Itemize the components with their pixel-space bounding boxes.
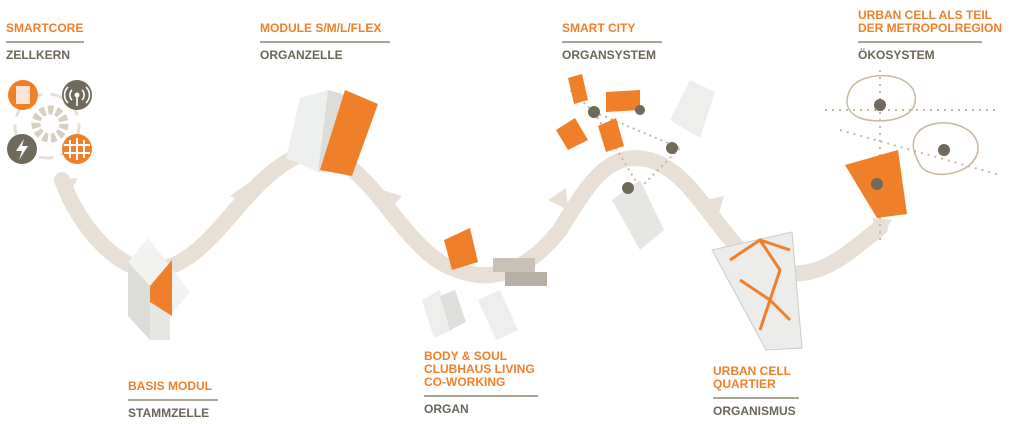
stage-subtitle: ORGANSYSTEM bbox=[562, 48, 657, 62]
arrow-icon bbox=[548, 188, 568, 210]
stage-subtitle: ORGAN bbox=[424, 402, 469, 416]
block-face bbox=[493, 258, 535, 272]
quartier-map bbox=[711, 231, 803, 351]
divider bbox=[260, 41, 390, 43]
arrow-icon bbox=[872, 218, 892, 238]
smartcore-icons bbox=[7, 80, 92, 164]
block-face bbox=[440, 290, 466, 330]
divider bbox=[424, 395, 538, 397]
block-face-accent bbox=[556, 118, 588, 150]
arrow-icon bbox=[230, 182, 250, 204]
antenna-icon-dot bbox=[74, 92, 80, 98]
stage-title: URBAN CELL bbox=[713, 364, 791, 378]
stage-title: URBAN CELL ALS TEIL bbox=[858, 8, 992, 22]
label-ecosystem: URBAN CELL ALS TEIL DER METROPOLREGION Ö… bbox=[858, 8, 1003, 62]
block-face-accent bbox=[150, 260, 172, 316]
stage-title: BASIS MODUL bbox=[128, 379, 212, 393]
block-face bbox=[505, 272, 547, 286]
gear-icon bbox=[31, 105, 69, 143]
label-smart-city: SMART CITY ORGANSYSTEM bbox=[562, 22, 662, 62]
body-soul-blocks bbox=[422, 228, 547, 340]
node-dot bbox=[871, 178, 883, 190]
region-outline bbox=[912, 122, 979, 176]
ecosystem-diagram bbox=[825, 70, 1001, 240]
module-blocks bbox=[286, 90, 378, 176]
smart-city-cluster bbox=[556, 74, 715, 250]
block-face bbox=[612, 180, 664, 250]
label-smartcore: SMARTCORE ZELLKERN bbox=[6, 22, 84, 62]
block-face-accent bbox=[598, 118, 624, 152]
block-face-accent bbox=[444, 228, 478, 270]
stage-subtitle: ZELLKERN bbox=[6, 48, 70, 62]
divider bbox=[713, 397, 799, 399]
block-face-accent bbox=[606, 90, 640, 112]
divider bbox=[6, 41, 84, 43]
stage-subtitle: STAMMZELLE bbox=[128, 406, 210, 420]
stage-title: MODULE S/M/L/FLEX bbox=[260, 21, 382, 35]
divider bbox=[858, 41, 982, 43]
basis-modul-block bbox=[128, 238, 190, 340]
node-dot bbox=[874, 99, 886, 111]
stage-subtitle: ORGANZELLE bbox=[260, 48, 343, 62]
node-dot bbox=[588, 106, 600, 118]
stage-title: DER METROPOLREGION bbox=[858, 21, 1003, 35]
node-dot bbox=[666, 142, 678, 154]
lightning-icon-glyph bbox=[16, 139, 28, 160]
block-face bbox=[478, 290, 518, 340]
arrow-icon bbox=[706, 196, 724, 216]
label-module: MODULE S/M/L/FLEX ORGANZELLE bbox=[260, 22, 390, 62]
stage-title: SMART CITY bbox=[562, 21, 636, 35]
region-outline bbox=[846, 74, 916, 122]
arrow-icon bbox=[55, 178, 78, 198]
connection-lines bbox=[825, 70, 1001, 240]
stage-subtitle: ÖKOSYSTEM bbox=[858, 48, 935, 62]
arrow-icon bbox=[382, 190, 402, 212]
node-dot bbox=[635, 105, 645, 115]
icon-ring bbox=[13, 92, 81, 160]
block-face bbox=[128, 262, 150, 340]
stage-title: SMARTCORE bbox=[6, 21, 84, 35]
block-face bbox=[670, 80, 715, 138]
block-face-accent bbox=[320, 90, 378, 176]
stage-title: BODY & SOUL bbox=[424, 349, 508, 363]
node-dot bbox=[938, 144, 950, 156]
label-basis-modul: BASIS MODUL STAMMZELLE bbox=[128, 380, 218, 420]
stage-title: QUARTIER bbox=[713, 377, 776, 391]
label-urban-cell: URBAN CELL QUARTIER ORGANISMUS bbox=[713, 365, 799, 418]
arrowheads bbox=[55, 178, 892, 238]
network-icon-glyph bbox=[64, 138, 90, 160]
antenna-icon-glyph bbox=[63, 86, 91, 106]
stage-title: CLUBHAUS LIVING bbox=[424, 362, 535, 376]
node-dot bbox=[622, 182, 634, 194]
building-icon-glyph bbox=[16, 86, 30, 104]
block-face bbox=[422, 290, 452, 338]
block-face bbox=[286, 90, 328, 172]
divider bbox=[128, 399, 218, 401]
block-face-accent bbox=[568, 74, 588, 104]
label-body-soul: BODY & SOUL CLUBHAUS LIVING CO-WORKING O… bbox=[424, 350, 538, 416]
stage-title: CO-WORKING bbox=[424, 375, 506, 389]
stage-subtitle: ORGANISMUS bbox=[713, 404, 796, 418]
quartier-streets bbox=[729, 237, 792, 331]
divider bbox=[562, 41, 662, 43]
